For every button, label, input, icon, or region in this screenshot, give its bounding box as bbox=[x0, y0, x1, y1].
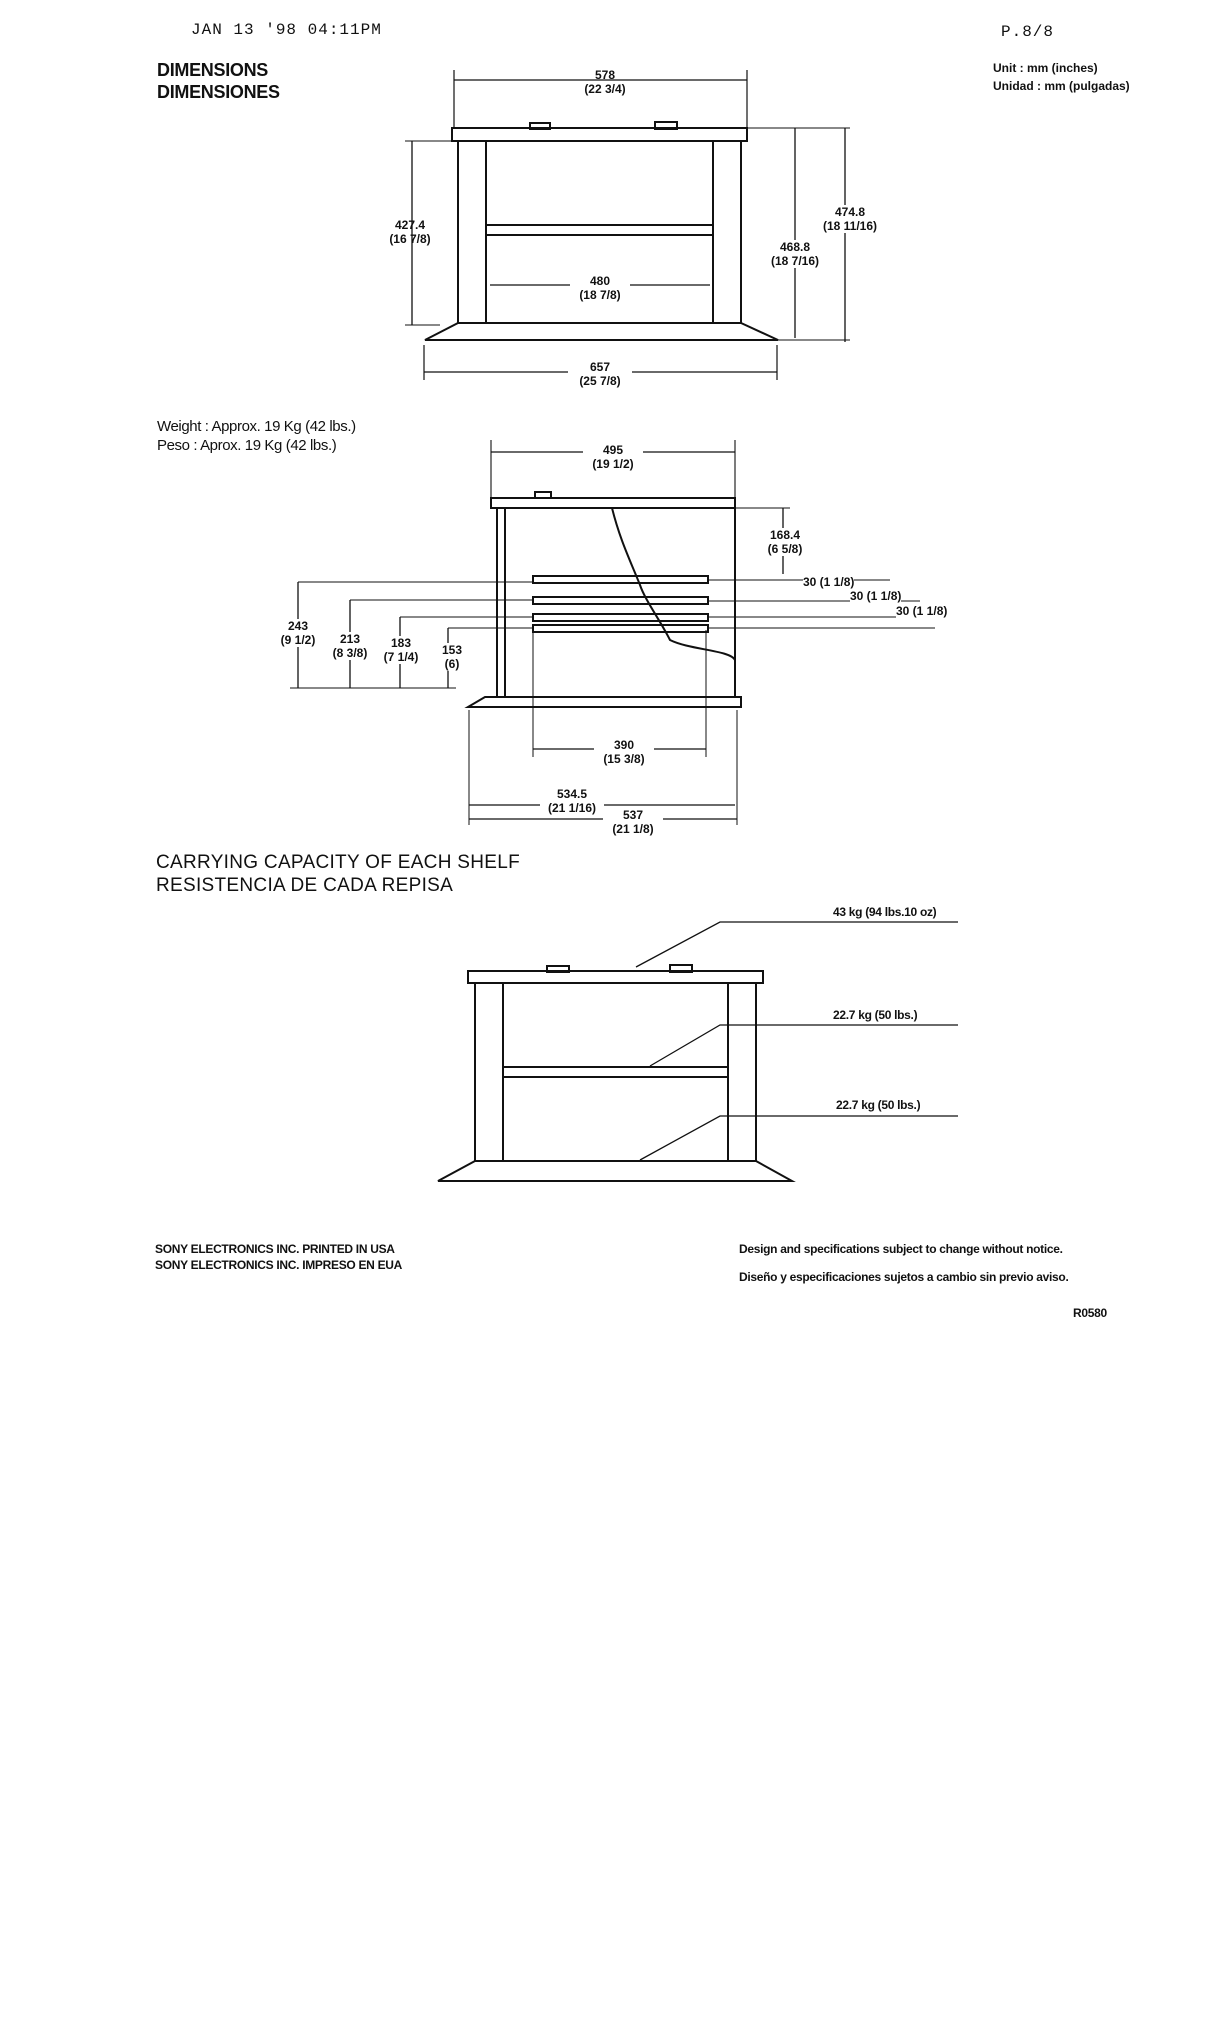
units-es: Unidad : mm (pulgadas) bbox=[993, 79, 1130, 93]
footer-company-es: SONY ELECTRONICS INC. IMPRESO EN EUA bbox=[155, 1258, 403, 1272]
capacity-drawing bbox=[437, 921, 958, 1182]
weight-es: Peso : Aprox. 19 Kg (42 lbs.) bbox=[157, 437, 337, 454]
side-depth-a: 534.5(21 1/16) bbox=[540, 787, 604, 815]
side-height-4: 153(6) bbox=[432, 643, 472, 671]
footer-code: R0580 bbox=[1073, 1306, 1107, 1320]
side-height-3: 183(7 1/4) bbox=[377, 636, 425, 664]
side-view-drawing bbox=[290, 440, 935, 825]
side-top-depth: 495(19 1/2) bbox=[583, 443, 643, 471]
title-es: DIMENSIONES bbox=[157, 82, 280, 102]
capacity-top-shelf: 43 kg (94 lbs.10 oz) bbox=[833, 905, 937, 919]
front-total-height: 474.8(18 11/16) bbox=[810, 205, 890, 233]
front-view-drawing bbox=[405, 70, 850, 380]
side-height-2: 213(8 3/8) bbox=[326, 632, 374, 660]
units-en: Unit : mm (inches) bbox=[993, 61, 1098, 75]
side-top-gap: 168.4(6 5/8) bbox=[760, 528, 810, 556]
side-height-1: 243(9 1/2) bbox=[274, 619, 322, 647]
capacity-title-en: CARRYING CAPACITY OF EACH SHELF bbox=[156, 852, 521, 873]
title-en: DIMENSIONS bbox=[157, 60, 269, 80]
fax-page-number: P.8/8 bbox=[1001, 23, 1055, 41]
front-base-width: 657(25 7/8) bbox=[568, 360, 632, 388]
capacity-bottom-shelf: 22.7 kg (50 lbs.) bbox=[836, 1098, 921, 1112]
capacity-middle-shelf: 22.7 kg (50 lbs.) bbox=[833, 1008, 918, 1022]
side-depth-b: 537(21 1/8) bbox=[603, 808, 663, 836]
footer-notice-en: Design and specifications subject to cha… bbox=[739, 1242, 1063, 1256]
capacity-title-es: RESISTENCIA DE CADA REPISA bbox=[156, 875, 454, 896]
front-top-width: 578(22 3/4) bbox=[584, 68, 626, 96]
front-left-height: 427.4(16 7/8) bbox=[389, 218, 431, 246]
front-inner-width: 480(18 7/8) bbox=[570, 274, 630, 302]
front-mid-height: 468.8(18 7/16) bbox=[759, 240, 831, 268]
weight-en: Weight : Approx. 19 Kg (42 lbs.) bbox=[157, 418, 356, 435]
footer-company-en: SONY ELECTRONICS INC. PRINTED IN USA bbox=[155, 1242, 395, 1256]
side-spacing-3: 30 (1 1/8) bbox=[896, 604, 948, 618]
fax-timestamp: JAN 13 '98 04:11PM bbox=[191, 21, 382, 39]
side-spacing-1: 30 (1 1/8) bbox=[803, 575, 855, 589]
footer-notice-es: Diseño y especificaciones sujetos a camb… bbox=[739, 1270, 1069, 1284]
side-inner-depth: 390(15 3/8) bbox=[594, 738, 654, 766]
side-spacing-2: 30 (1 1/8) bbox=[850, 589, 902, 603]
